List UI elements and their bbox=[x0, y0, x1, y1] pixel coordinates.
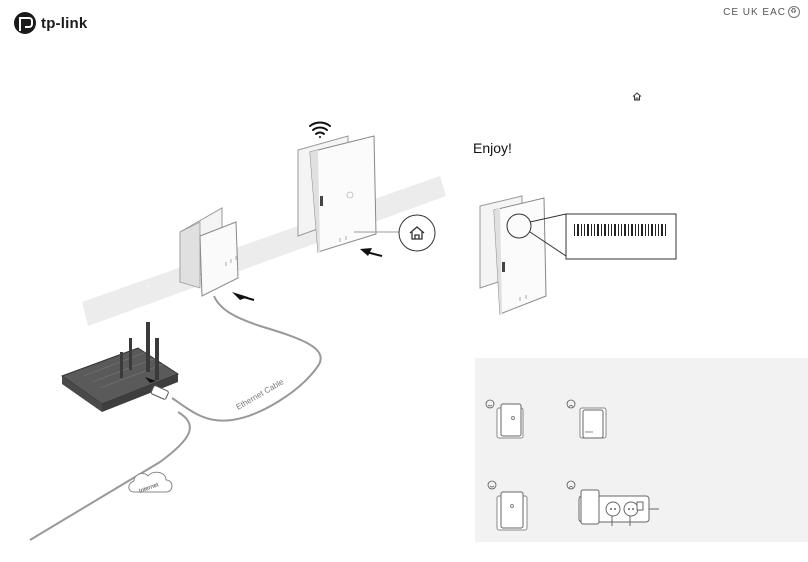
tip-direct-wall-good bbox=[497, 492, 527, 530]
arrow-icon bbox=[360, 248, 372, 256]
tip-power-strip-bad bbox=[579, 490, 659, 526]
frown-face-icon bbox=[567, 400, 575, 408]
tip-orientation-bad bbox=[580, 408, 606, 438]
powerline-adapter-3 bbox=[480, 196, 546, 314]
placement-tips-panel bbox=[475, 358, 808, 542]
wifi-icon bbox=[310, 122, 330, 138]
cloud-icon: Internet bbox=[129, 472, 172, 495]
placement-tips-illustration bbox=[475, 358, 808, 542]
wall-band bbox=[82, 176, 446, 326]
smile-face-icon bbox=[488, 481, 496, 489]
tip-wall-outlet-good bbox=[497, 404, 523, 438]
frown-face-icon bbox=[567, 481, 575, 489]
svg-text:+: + bbox=[146, 284, 150, 291]
ethernet-cable-label: Ethernet Cable bbox=[235, 377, 286, 412]
barcode-label bbox=[566, 214, 676, 259]
powerline-adapter-1 bbox=[180, 208, 238, 296]
router bbox=[62, 322, 178, 412]
smile-face-icon bbox=[486, 400, 494, 408]
